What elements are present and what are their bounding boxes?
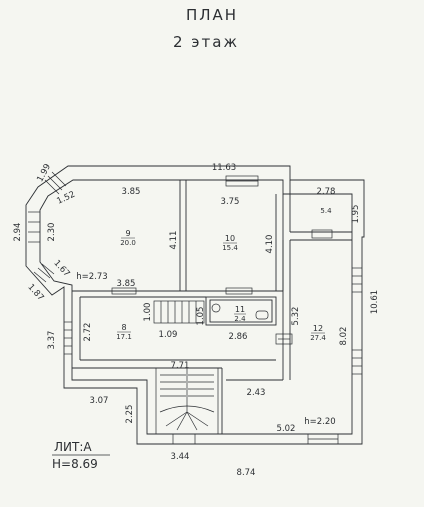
room-10-area: 15.4 bbox=[222, 244, 238, 252]
room-11-walls-inner bbox=[209, 299, 273, 323]
dim-2-43: 2.43 bbox=[247, 388, 266, 398]
windows bbox=[28, 171, 362, 445]
door-12 bbox=[275, 333, 293, 345]
dim-2-25: 2.25 bbox=[125, 405, 135, 424]
room-small-area: 5.4 bbox=[320, 207, 332, 215]
litera-label: ЛИТ:А bbox=[54, 440, 92, 454]
room-8-number: 8 bbox=[121, 323, 126, 332]
window-bottom-stair bbox=[172, 433, 196, 445]
room-11-walls bbox=[205, 296, 277, 326]
dim-3-44: 3.44 bbox=[171, 452, 190, 462]
dim-4-11: 4.11 bbox=[169, 231, 179, 250]
room-12-area: 27.4 bbox=[310, 334, 326, 342]
window-bottom-right bbox=[307, 433, 339, 445]
staircase bbox=[153, 300, 219, 435]
dim-8-74: 8.74 bbox=[237, 468, 256, 478]
dim-3-75: 3.75 bbox=[221, 197, 240, 207]
dim-8-02: 8.02 bbox=[339, 327, 349, 346]
room-10-number: 10 bbox=[225, 234, 235, 243]
dim-11-63: 11.63 bbox=[212, 163, 236, 173]
door-10 bbox=[225, 287, 253, 295]
plan-title: ПЛАН bbox=[186, 6, 238, 24]
dim-4-10: 4.10 bbox=[265, 235, 275, 254]
window-left-upper bbox=[28, 211, 40, 243]
room-9-number: 9 bbox=[125, 229, 130, 238]
dim-2-30: 2.30 bbox=[47, 223, 57, 242]
door-small bbox=[311, 229, 333, 239]
outer-walls bbox=[25, 165, 365, 445]
window-left-room8 bbox=[64, 321, 72, 355]
room-labels: 9 20.0 10 15.4 5.4 11 2.4 8 17.1 12 27.4 bbox=[116, 207, 332, 342]
doors bbox=[111, 229, 333, 345]
bathroom-fixtures bbox=[211, 303, 269, 320]
dim-2-86: 2.86 bbox=[229, 332, 248, 342]
dim-3-07: 3.07 bbox=[90, 396, 109, 406]
dim-3-85-mid: 3.85 bbox=[117, 279, 136, 289]
sink-icon bbox=[211, 303, 221, 313]
window-right-lower bbox=[352, 349, 362, 375]
room-11-number: 11 bbox=[235, 305, 245, 314]
outer-wall-outer-line bbox=[25, 165, 365, 445]
window-top-left bbox=[44, 171, 67, 195]
room-12-number: 12 bbox=[313, 324, 323, 333]
dim-5-02: 5.02 bbox=[277, 424, 296, 434]
outer-wall-inner-line bbox=[39, 179, 353, 435]
room-8-area: 17.1 bbox=[116, 333, 132, 341]
window-top-middle bbox=[225, 175, 259, 187]
dim-1-00: 1.00 bbox=[143, 303, 153, 322]
window-left-bay bbox=[33, 263, 55, 283]
dim-1-52: 1.52 bbox=[55, 190, 76, 207]
dim-1-99: 1.99 bbox=[35, 162, 53, 183]
ceiling-h-2-20: h=2.20 bbox=[304, 417, 335, 427]
dim-7-71: 7.71 bbox=[171, 361, 190, 371]
floor-label: 2 этаж bbox=[173, 33, 239, 51]
litera-block: ЛИТ:А H=8.69 bbox=[52, 440, 110, 471]
room-9-area: 20.0 bbox=[120, 239, 136, 247]
dim-1-95: 1.95 bbox=[351, 205, 361, 224]
dim-10-61: 10.61 bbox=[370, 290, 380, 314]
dim-1-67: 1.67 bbox=[51, 258, 71, 279]
stair-top-opening bbox=[153, 300, 205, 324]
room-11-area: 2.4 bbox=[234, 315, 246, 323]
dim-5-32: 5.32 bbox=[291, 307, 301, 326]
dim-3-85-top: 3.85 bbox=[122, 187, 141, 197]
toilet-icon bbox=[255, 310, 269, 320]
ceiling-h-2-73: h=2.73 bbox=[76, 272, 107, 282]
dim-2-78: 2.78 bbox=[317, 187, 336, 197]
dim-1-87: 1.87 bbox=[25, 282, 45, 303]
window-right-upper bbox=[352, 267, 362, 293]
door-9 bbox=[111, 287, 137, 295]
dim-1-05: 1.05 bbox=[196, 307, 206, 326]
dim-3-37: 3.37 bbox=[47, 331, 57, 350]
building-height: H=8.69 bbox=[52, 457, 98, 471]
dim-1-09: 1.09 bbox=[159, 330, 178, 340]
dim-2-94: 2.94 bbox=[13, 223, 23, 242]
dim-2-72: 2.72 bbox=[83, 323, 93, 342]
